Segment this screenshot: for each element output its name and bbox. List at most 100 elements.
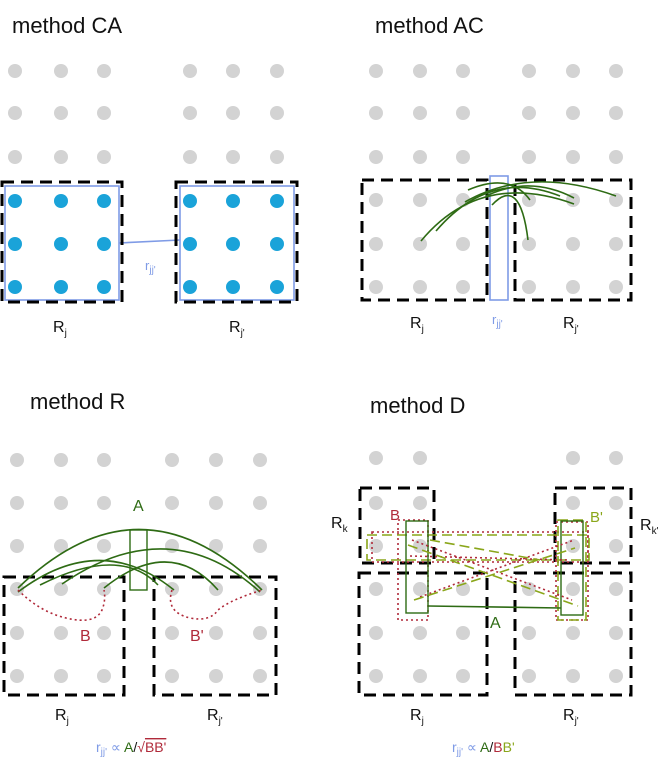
grid-dot	[253, 539, 267, 553]
formula-method-r: rjj' ∝ A/√BB'	[96, 739, 166, 758]
grid-dot	[566, 582, 580, 596]
grid-dot	[54, 453, 68, 467]
grid-dot	[609, 451, 623, 465]
region-rjp-box	[152, 575, 278, 697]
arc	[420, 192, 575, 242]
grid-dot	[209, 582, 223, 596]
grid-dot	[369, 193, 383, 207]
region-rj-box	[0, 180, 124, 304]
grid-dot	[369, 626, 383, 640]
dashed-link	[407, 544, 579, 607]
grid-dot	[54, 539, 68, 553]
label-bp: B'	[190, 628, 204, 645]
grid-dot	[8, 64, 22, 78]
region-label-rk: Rk	[331, 515, 349, 535]
grid-dot	[413, 280, 427, 294]
grid-dot	[566, 451, 580, 465]
grid-dot	[10, 453, 24, 467]
region-dot	[226, 194, 240, 208]
region-rj-box	[357, 571, 489, 697]
grid-dot	[54, 496, 68, 510]
grid-dot	[8, 150, 22, 164]
grid-dot	[183, 150, 197, 164]
grid-dot	[609, 280, 623, 294]
grid-dot	[566, 150, 580, 164]
cross-region-links	[407, 539, 579, 609]
region-label-rj: Rj	[410, 315, 424, 335]
grey-dot-grid	[10, 453, 267, 683]
region-dot	[8, 280, 22, 294]
grid-dot	[413, 451, 427, 465]
link-line	[118, 239, 181, 244]
grid-dot	[369, 451, 383, 465]
arc	[17, 559, 175, 593]
grid-dot	[413, 582, 427, 596]
grid-dot	[97, 453, 111, 467]
region-rjp-box	[513, 178, 633, 302]
grid-dot	[609, 669, 623, 683]
panel-method-r: method R	[2, 389, 278, 758]
region-inner-box	[179, 185, 295, 301]
grid-dot	[209, 496, 223, 510]
strip-horizontal-dotted	[371, 531, 589, 563]
label-b: B	[390, 507, 400, 524]
arc	[491, 194, 529, 241]
grid-dot	[413, 237, 427, 251]
grid-dot	[413, 669, 427, 683]
grid-dot	[165, 496, 179, 510]
grid-dot	[522, 669, 536, 683]
grid-dot	[369, 280, 383, 294]
grid-dot	[456, 626, 470, 640]
grid-dot	[369, 150, 383, 164]
region-dot	[54, 237, 68, 251]
grid-dot	[609, 237, 623, 251]
grid-dot	[97, 150, 111, 164]
grid-dot	[566, 669, 580, 683]
grid-dot	[270, 106, 284, 120]
grid-dot	[522, 64, 536, 78]
grid-dot	[609, 496, 623, 510]
grid-dot	[566, 237, 580, 251]
region-dot	[183, 194, 197, 208]
grey-dot-grid	[8, 64, 284, 164]
arc	[103, 561, 219, 591]
region-dot	[226, 280, 240, 294]
grid-dot	[253, 496, 267, 510]
region-rjp-box	[174, 180, 299, 304]
region-label-rjp: Rj'	[229, 319, 245, 339]
region-dot	[8, 194, 22, 208]
dashed-link	[429, 539, 541, 561]
region-dot	[183, 237, 197, 251]
grid-dot	[97, 64, 111, 78]
grid-dot	[253, 626, 267, 640]
label-bp: B'	[590, 509, 603, 526]
grid-dot	[97, 539, 111, 553]
cross-boundary-arcs	[17, 528, 263, 593]
grid-dot	[456, 106, 470, 120]
panel-title: method R	[30, 389, 125, 414]
arc	[61, 548, 261, 593]
grid-dot	[10, 626, 24, 640]
region-dot	[97, 194, 111, 208]
grid-dot	[609, 539, 623, 553]
grid-dot	[369, 582, 383, 596]
strip-horizontal-dashed	[366, 534, 590, 561]
panel-title: method AC	[375, 13, 484, 38]
grid-dot	[209, 453, 223, 467]
grid-dot	[97, 626, 111, 640]
grid-dot	[413, 496, 427, 510]
region-rkp-box	[553, 486, 633, 565]
grid-dot	[413, 150, 427, 164]
grey-dot-grid	[369, 451, 623, 683]
panel-method-d: method D	[331, 393, 659, 758]
grid-dot	[10, 669, 24, 683]
grid-dot	[97, 496, 111, 510]
grid-dot	[609, 193, 623, 207]
strip-label: rjj'	[492, 312, 503, 330]
grid-dot	[609, 582, 623, 596]
grid-dot	[253, 453, 267, 467]
grid-dot	[369, 539, 383, 553]
grid-dot	[165, 669, 179, 683]
label-a: A	[490, 615, 501, 632]
